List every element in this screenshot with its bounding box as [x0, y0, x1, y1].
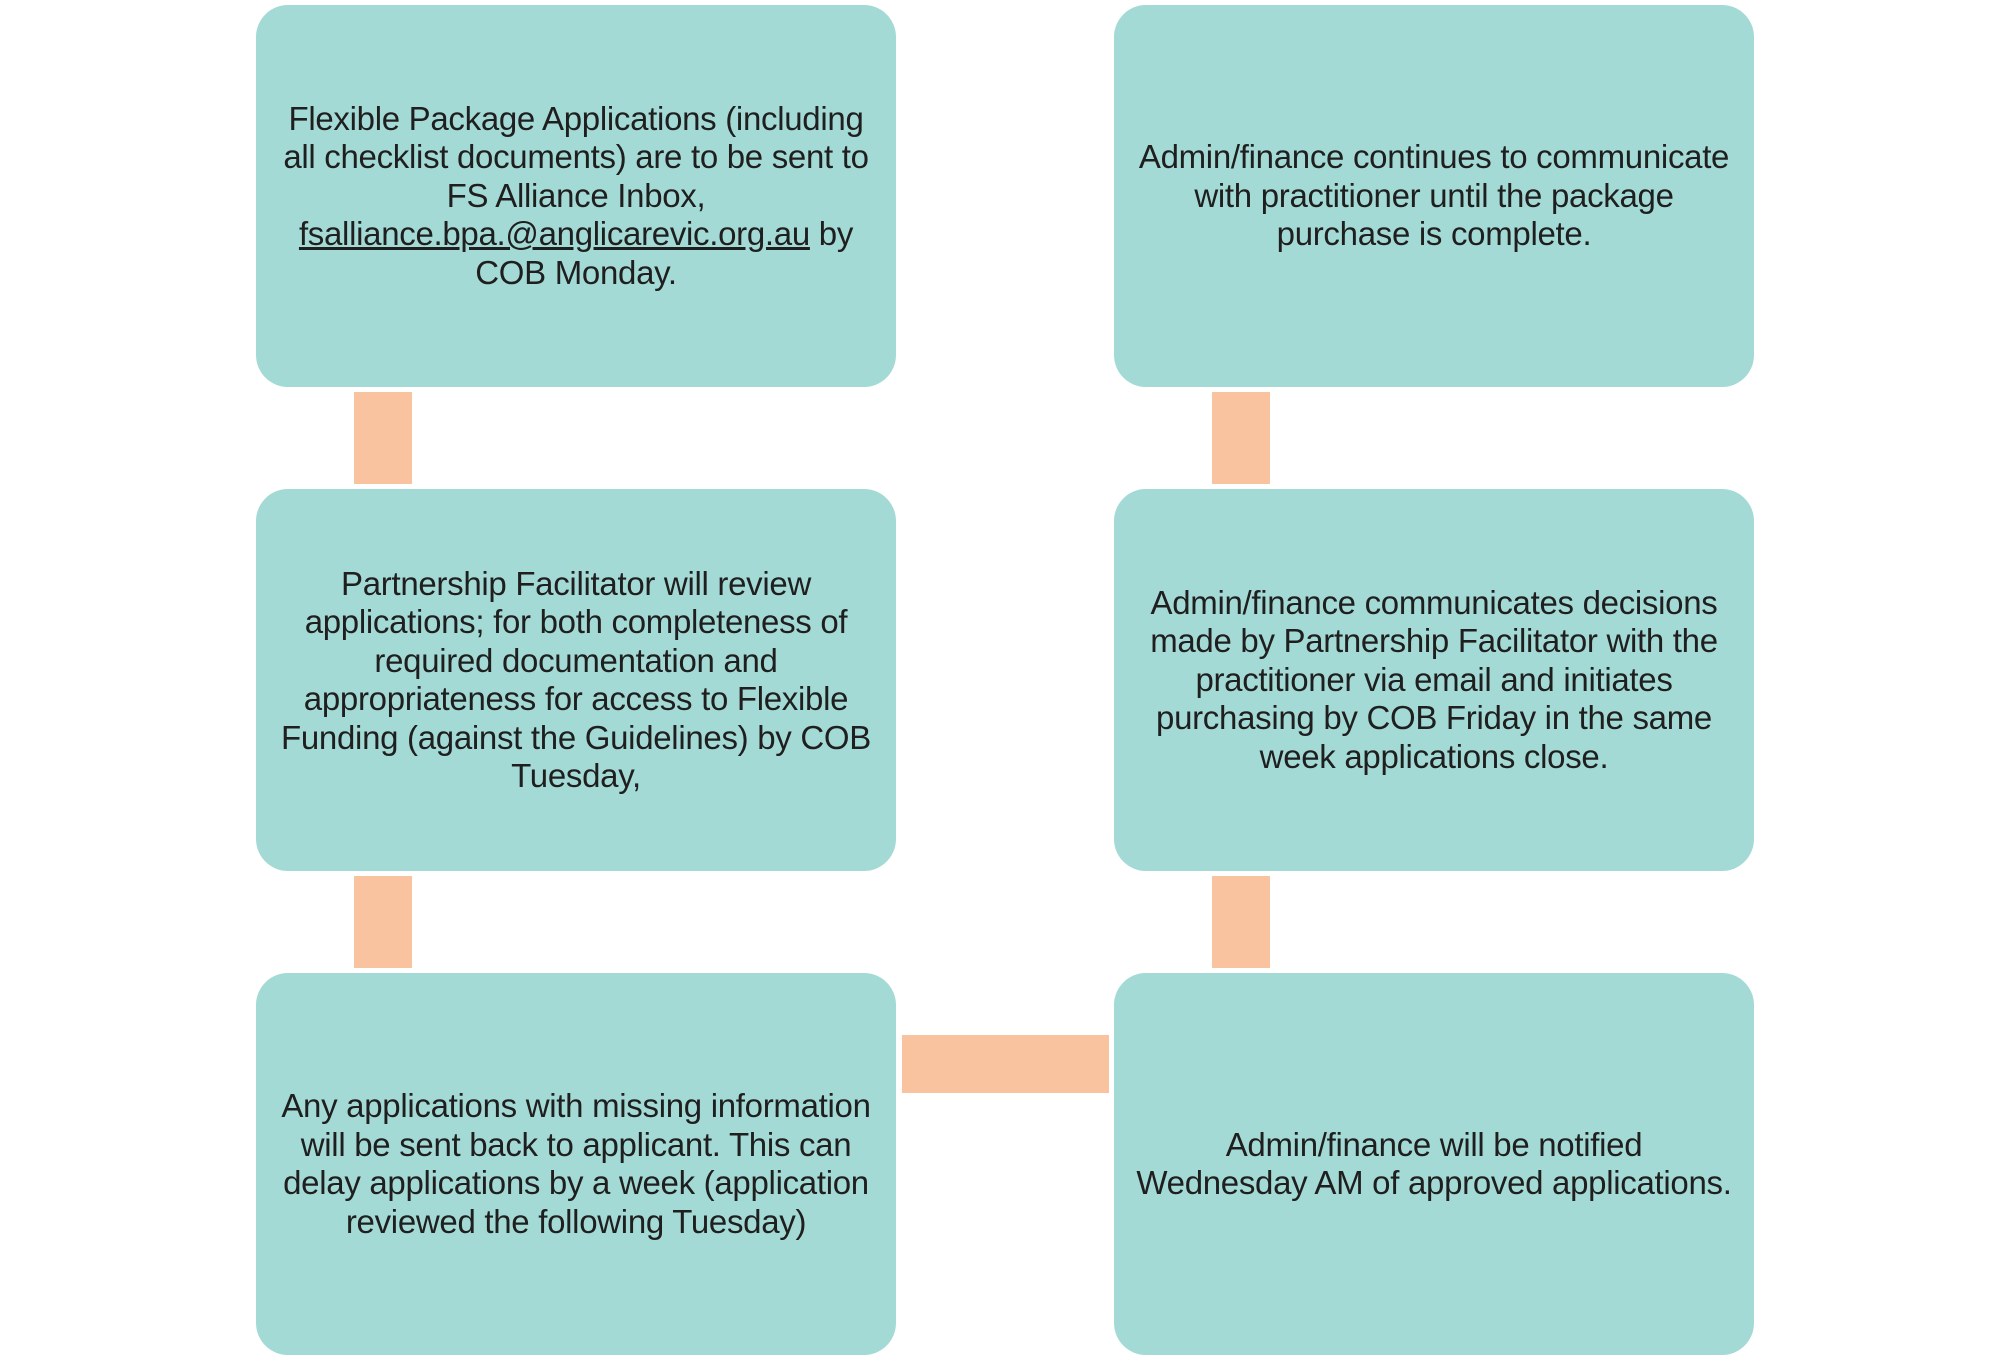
step-box-notified-wednesday: Admin/finance will be notified Wednesday… [1114, 973, 1754, 1355]
step-text-submit-part-2: by COB Monday. [475, 215, 854, 291]
step-box-missing-information: Any applications with missing informatio… [256, 973, 896, 1355]
step-box-submit-applications: Flexible Package Applications (including… [256, 5, 896, 387]
step-text-submit-applications: Flexible Package Applications (including… [278, 100, 874, 293]
step-text-communicate-decisions: Admin/finance communicates decisions mad… [1150, 583, 1718, 775]
connector-left-upper [354, 392, 412, 484]
step-text-missing-information: Any applications with missing informatio… [281, 1087, 871, 1240]
connector-right-upper [1212, 392, 1270, 484]
inbox-email-link[interactable]: fsalliance.bpa.@anglicarevic.org.au [298, 215, 810, 253]
step-text-submit-part-1: Flexible Package Applications (including… [283, 99, 869, 214]
connector-bottom-horizontal [902, 1035, 1109, 1093]
connector-right-lower [1212, 876, 1270, 968]
step-box-communicate-decisions: Admin/finance communicates decisions mad… [1114, 489, 1754, 871]
step-box-purchase-complete: Admin/finance continues to communicate w… [1114, 5, 1754, 387]
step-text-purchase-complete: Admin/finance continues to communicate w… [1138, 138, 1730, 253]
step-text-notified-wednesday: Admin/finance will be notified Wednesday… [1136, 1125, 1732, 1202]
step-text-review-applications: Partnership Facilitator will review appl… [281, 564, 871, 795]
step-box-review-applications: Partnership Facilitator will review appl… [256, 489, 896, 871]
connector-left-lower [354, 876, 412, 968]
